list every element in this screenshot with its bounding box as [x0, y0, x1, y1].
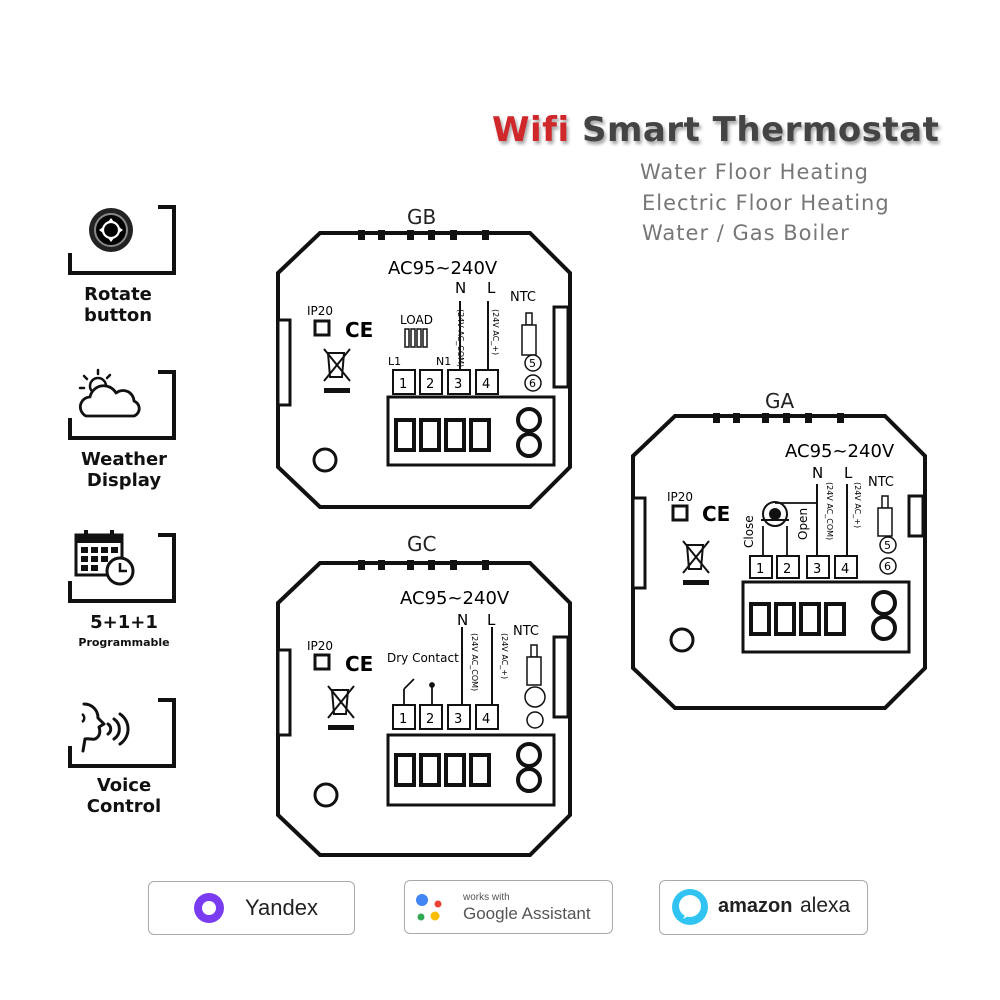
ga-ntc-label: NTC [868, 475, 894, 490]
ga-open-label: Open [796, 508, 810, 540]
google-assistant-badge: works with Google Assistant [404, 880, 613, 934]
weee-bin-icon [682, 540, 710, 585]
ga-terminal-1: 1 [756, 562, 764, 577]
gb-terminal-1: 1 [399, 377, 407, 392]
google-works-with: works with [463, 892, 510, 903]
ga-n-label: N [812, 464, 823, 482]
feature-weather-label: Weather Display [80, 449, 168, 491]
ga-terminal-3: 3 [813, 562, 821, 577]
feature-voice [68, 698, 176, 768]
wiring-diagram-gc: AC95~240V N L NTC (24V AC_COM) (24V AC_+… [276, 560, 572, 857]
feature-rotate [68, 205, 176, 275]
feature-frame [68, 530, 176, 603]
ga-terminal-4: 4 [841, 562, 849, 577]
title-rest: Smart Thermostat [581, 110, 940, 150]
ga-terminal-6: 6 [884, 560, 891, 573]
diagram-gc-label: GC [407, 532, 437, 556]
valve-motor-icon [761, 501, 789, 527]
feature-voice-label: Voice Control [86, 775, 162, 817]
diagram-ga-label: GA [765, 389, 795, 413]
gc-ip20: IP20 [307, 639, 333, 653]
ga-terminal-5: 5 [884, 539, 891, 552]
ga-l-label: L [844, 464, 853, 482]
gc-n-label: N [457, 611, 468, 629]
feature-program-label: 5+1+1 [90, 612, 158, 633]
gb-n1: N1 [436, 355, 451, 368]
weather-icon [78, 368, 141, 418]
feature-rotate-label: Rotate button [83, 284, 153, 326]
alexa-label: alexa [800, 894, 851, 917]
title-wifi: Wifi [492, 110, 570, 150]
gc-voltage: AC95~240V [400, 588, 510, 609]
gb-terminal-2: 2 [426, 377, 434, 392]
gb-voltage: AC95~240V [388, 258, 498, 279]
voice-icon [81, 702, 130, 753]
amazon-alexa-badge: amazon alexa [659, 880, 868, 935]
yandex-badge: Yandex [148, 881, 355, 935]
gb-ce-mark: CE [345, 318, 373, 342]
gc-terminal-3: 3 [454, 712, 462, 727]
ga-l-sub: (24V AC_+) [853, 482, 862, 528]
gb-ip20: IP20 [307, 304, 333, 318]
gb-l-label: L [487, 279, 496, 297]
ga-voltage: AC95~240V [785, 441, 895, 462]
gc-dry-contact: Dry Contact [387, 651, 459, 665]
subtitle-boiler: Water / Gas Boiler [642, 221, 850, 245]
feature-frame [68, 205, 176, 275]
gc-terminal-2: 2 [426, 712, 434, 727]
yandex-alice-icon [194, 893, 224, 923]
gb-n-label: N [455, 279, 466, 297]
diagram-gb-label: GB [407, 205, 437, 229]
alexa-ring-icon [672, 889, 708, 925]
gc-terminal-1: 1 [399, 712, 407, 727]
yandex-label: Yandex [245, 895, 318, 920]
gc-ce-mark: CE [345, 652, 373, 676]
google-assistant-label: Google Assistant [463, 904, 591, 923]
ga-terminal-2: 2 [783, 562, 791, 577]
rotate-button-icon [89, 208, 133, 252]
gb-terminal-3: 3 [454, 377, 462, 392]
feature-frame [68, 698, 176, 768]
gb-l-sub: (24V AC_+) [491, 309, 500, 355]
feature-frame [68, 368, 176, 440]
gc-ntc-label: NTC [513, 624, 539, 639]
google-assistant-icon [416, 894, 442, 921]
gb-load: LOAD [400, 313, 433, 327]
ga-ce-mark: CE [702, 502, 730, 526]
gc-l-label: L [487, 611, 496, 629]
ga-ip20: IP20 [667, 490, 693, 504]
feature-program [68, 530, 176, 603]
gb-l1: L1 [388, 355, 401, 368]
feature-weather [68, 368, 176, 440]
gb-terminal-5: 5 [529, 357, 536, 370]
gc-terminal-4: 4 [482, 712, 490, 727]
subtitle-water-floor: Water Floor Heating [640, 160, 869, 184]
wiring-diagram-gb: AC95~240V N L NTC (24V AC_COM) (24V AC_+… [276, 230, 572, 509]
gb-ntc-label: NTC [510, 290, 536, 305]
weee-bin-icon [323, 348, 351, 393]
wiring-diagram-ga: AC95~240V N L NTC (24V AC_COM) (24V AC_+… [631, 413, 927, 710]
gc-n-sub: (24V AC_COM) [470, 633, 479, 691]
subtitle-electric-floor: Electric Floor Heating [642, 191, 890, 215]
weee-bin-icon [327, 685, 355, 730]
ga-n-sub: (24V AC_COM) [825, 482, 834, 540]
gb-terminal-6: 6 [529, 377, 536, 390]
ga-close-label: Close [742, 515, 756, 548]
amazon-label: amazon [718, 895, 793, 917]
gb-terminal-4: 4 [482, 377, 490, 392]
feature-program-sublabel: Programmable [78, 636, 170, 649]
gc-l-sub: (24V AC_+) [500, 633, 509, 679]
calendar-clock-icon [74, 530, 135, 586]
product-title: Wifi Smart Thermostat [492, 110, 952, 154]
